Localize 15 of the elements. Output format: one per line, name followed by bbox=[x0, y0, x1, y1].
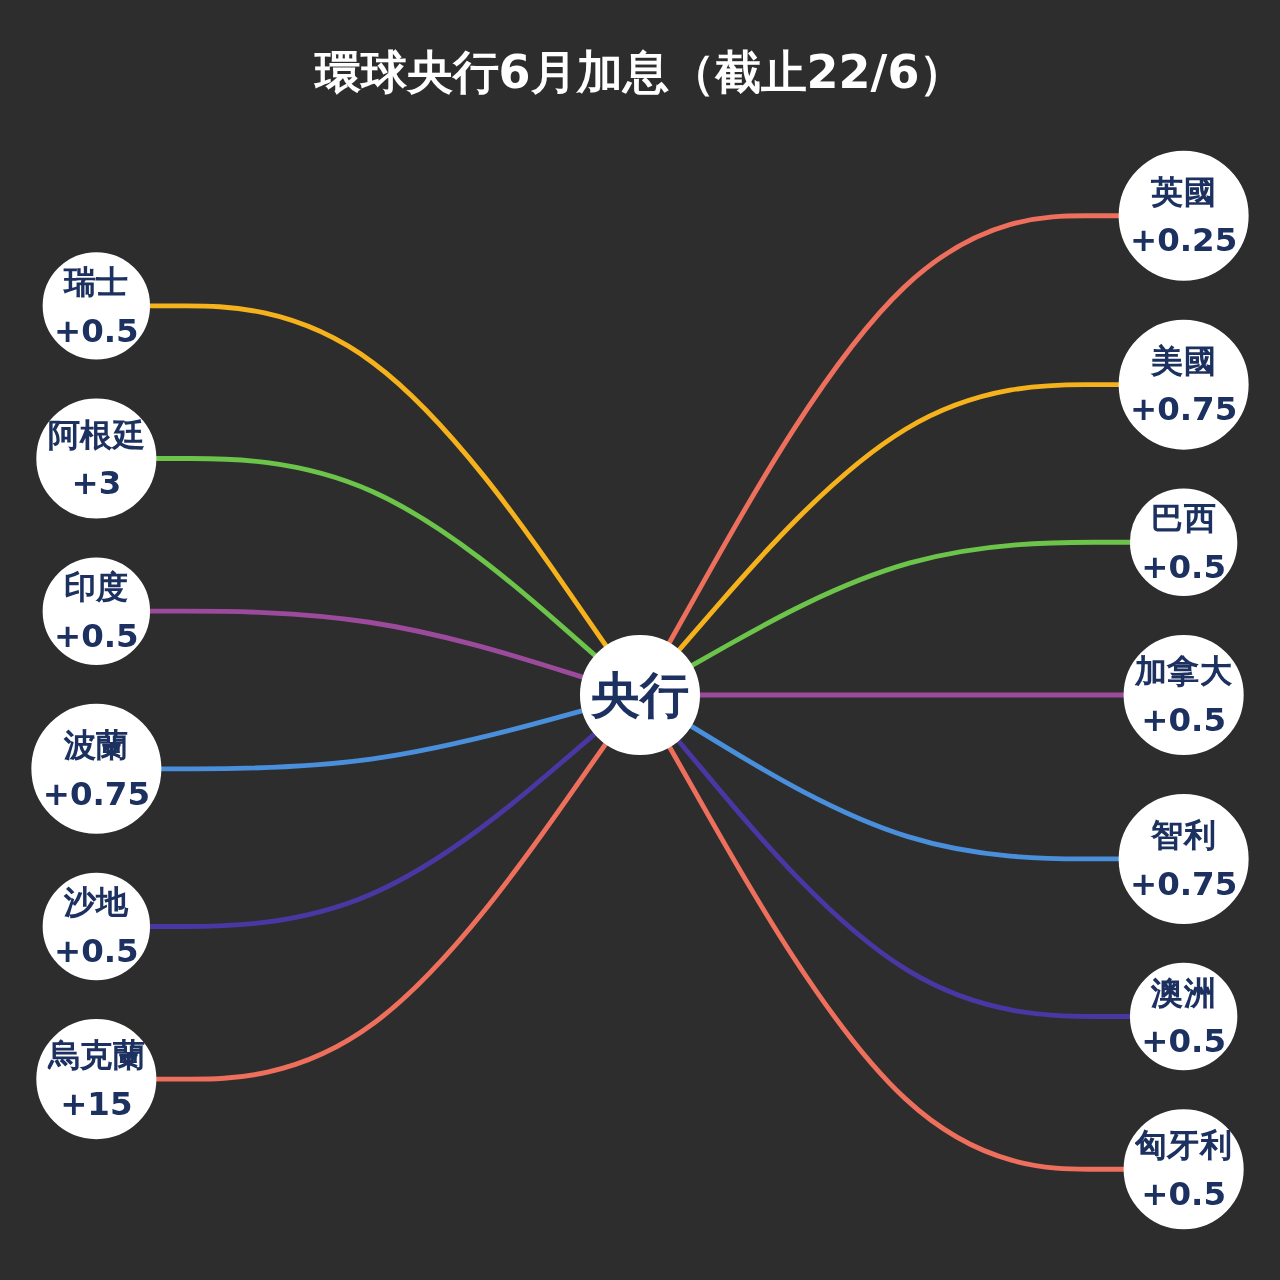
node-circle: 央行 bbox=[579, 634, 701, 755]
node-circle: 智利 +0.75 bbox=[1118, 793, 1249, 924]
node-circle: 印度 +0.5 bbox=[42, 557, 151, 665]
node-circle: 烏克蘭 +15 bbox=[36, 1019, 157, 1140]
node-circle: 波蘭 +0.75 bbox=[31, 703, 162, 834]
node-circle: 匈牙利 +0.5 bbox=[1123, 1109, 1244, 1230]
title: 環球央行6月加息（截止22/6） bbox=[313, 44, 967, 101]
node-circle: 加拿大 +0.5 bbox=[1123, 634, 1244, 755]
node-circle: 巴西 +0.5 bbox=[1129, 488, 1238, 596]
node-circle: 沙地 +0.5 bbox=[42, 872, 151, 981]
node-circle: 阿根廷 +3 bbox=[36, 398, 157, 519]
node-circle: 瑞士 +0.5 bbox=[42, 252, 151, 360]
node-circle: 美國 +0.75 bbox=[1118, 319, 1249, 450]
node-circle: 英國 +0.25 bbox=[1118, 150, 1249, 281]
node-circle: 澳洲 +0.5 bbox=[1129, 962, 1238, 1071]
